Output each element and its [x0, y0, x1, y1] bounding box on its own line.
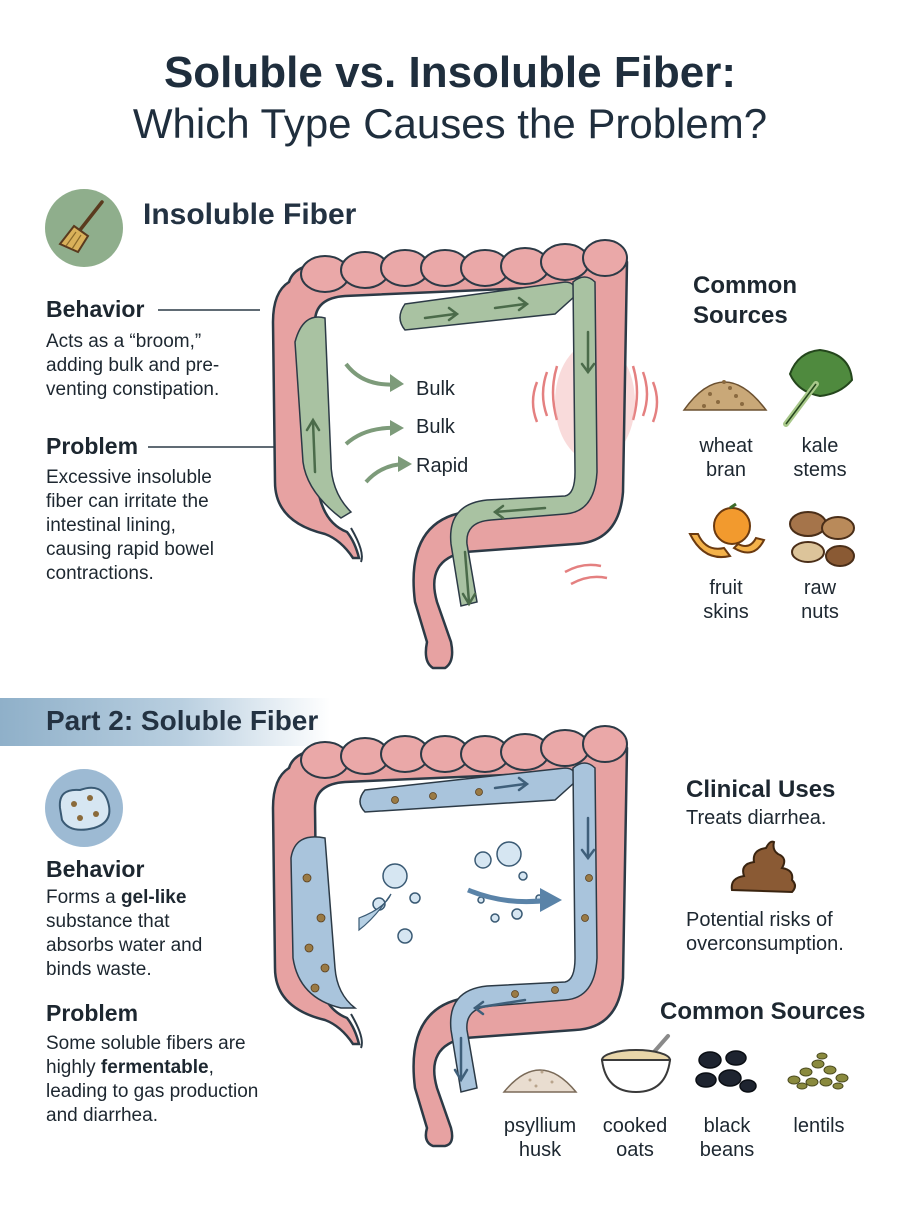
lentils-icon: [787, 1052, 849, 1090]
oats-bowl-icon: [600, 1034, 672, 1094]
soluble-problem-text-1: Some soluble fibers are: [46, 1033, 246, 1054]
clinical-uses-text: Treats diarrhea.: [686, 807, 827, 829]
behavior-pointer-line: [158, 309, 260, 311]
insoluble-problem-text-2: fiber can irritate the: [46, 491, 209, 512]
arrow-bulk-2: [344, 420, 404, 446]
soluble-problem-text-4: and diarrhea.: [46, 1105, 158, 1126]
wheat-bran-icon: [682, 380, 768, 411]
arrow-bulk-1: [344, 362, 404, 392]
soluble-behavior-text-2: substance that: [46, 911, 170, 932]
nuts-icon: [789, 511, 855, 567]
arrow-label-bulk-1: Bulk: [416, 378, 455, 400]
page-title: Soluble vs. Insoluble Fiber:: [163, 48, 737, 97]
soluble-problem-text-3: leading to gas production: [46, 1081, 259, 1102]
page-subtitle: Which Type Causes the Problem?: [132, 100, 768, 147]
soluble-source-label-4a: lentils: [793, 1115, 845, 1137]
insoluble-problem-heading: Problem: [46, 433, 139, 459]
orange-peel-icon: [688, 502, 766, 558]
part2-banner: [0, 698, 330, 746]
insoluble-behavior-text-2: adding bulk and pre-: [46, 355, 220, 376]
absorption-arrow: [467, 887, 562, 912]
gel-blob-icon: [45, 769, 123, 847]
soluble-behavior-text-4: binds waste.: [46, 959, 152, 980]
clinical-uses-heading: Clinical Uses: [686, 776, 836, 803]
insoluble-behavior-text-3: venting constipation.: [46, 379, 220, 400]
colon-illustration-insoluble: [271, 239, 659, 670]
insoluble-sources-heading-2: Sources: [693, 302, 788, 329]
arrow-rapid: [364, 456, 412, 484]
colon-illustration-soluble: [271, 725, 629, 1148]
insoluble-sources-heading-1: Common: [693, 272, 797, 299]
broom-icon: [45, 189, 123, 267]
kale-icon: [783, 348, 854, 427]
insoluble-problem-text-4: causing rapid bowel: [46, 539, 214, 560]
insoluble-heading: Insoluble Fiber: [143, 198, 357, 231]
soluble-sources-heading: Common Sources: [660, 998, 866, 1025]
soluble-source-label-1a: psyllium: [503, 1115, 577, 1137]
insoluble-source-label-1b: bran: [705, 459, 747, 481]
soluble-behavior-text-3: absorbs water and: [46, 935, 203, 956]
soluble-behavior-heading: Behavior: [46, 856, 145, 882]
soluble-heading: Part 2: Soluble Fiber: [46, 705, 319, 736]
soluble-problem-heading: Problem: [46, 1000, 139, 1026]
soluble-source-label-3a: black: [703, 1115, 751, 1137]
insoluble-source-label-2b: stems: [793, 459, 847, 481]
soluble-source-label-2b: oats: [616, 1139, 654, 1161]
soluble-behavior-text-1: Forms a gel-like: [46, 887, 187, 908]
insoluble-source-label-3a: fruit: [709, 577, 743, 599]
insoluble-source-label-4a: raw: [803, 577, 837, 599]
insoluble-behavior-text-1: Acts as a “broom,”: [46, 331, 202, 352]
psyllium-icon: [502, 1069, 578, 1093]
soluble-source-label-2a: cooked: [602, 1115, 668, 1137]
insoluble-problem-text-1: Excessive insoluble: [46, 467, 212, 488]
soluble-problem-text-2: highly fermentable,: [46, 1057, 214, 1078]
arrow-label-rapid: Rapid: [416, 455, 469, 477]
risk-text-2: overconsumption.: [686, 933, 844, 955]
insoluble-problem-text-3: intestinal lining,: [46, 515, 176, 536]
black-beans-icon: [695, 1050, 757, 1093]
risk-text-1: Potential risks of: [686, 909, 833, 931]
insoluble-source-label-4b: nuts: [801, 601, 839, 623]
insoluble-source-label-2a: kale: [801, 435, 839, 457]
arrow-label-bulk-2: Bulk: [416, 416, 455, 438]
insoluble-source-label-1a: wheat: [699, 435, 753, 457]
soluble-source-label-1b: husk: [518, 1139, 562, 1161]
insoluble-source-label-3b: skins: [703, 601, 749, 623]
soluble-source-label-3b: beans: [699, 1139, 755, 1161]
insoluble-behavior-heading: Behavior: [46, 296, 145, 322]
insoluble-problem-text-5: contractions.: [46, 563, 154, 584]
stool-icon: [730, 840, 796, 894]
